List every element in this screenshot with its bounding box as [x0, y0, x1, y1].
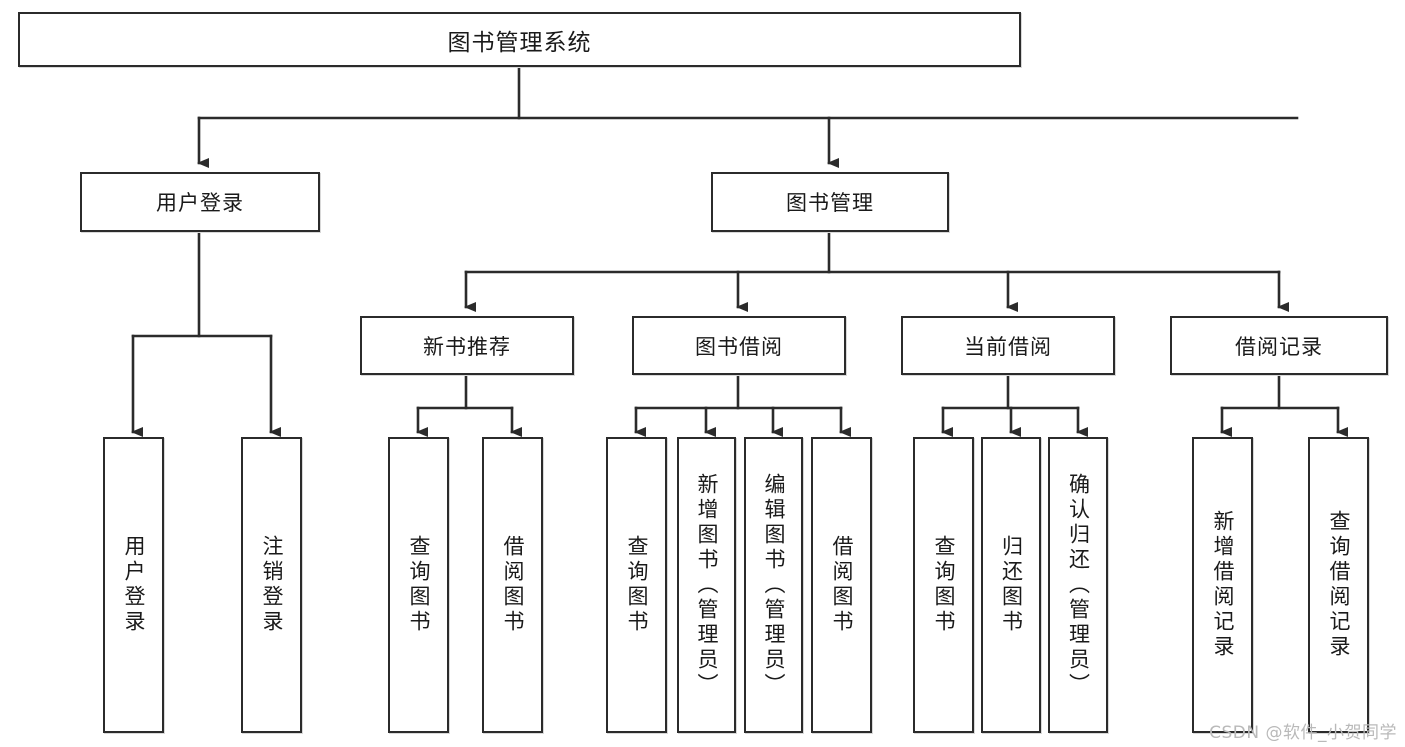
- node-leaf-query-book-2[interactable]: 查询图书: [606, 437, 667, 733]
- node-leaf-return-book[interactable]: 归还图书: [981, 437, 1041, 733]
- node-current-borrow-label: 当前借阅: [964, 334, 1052, 359]
- node-new-book-recommend[interactable]: 新书推荐: [360, 316, 574, 375]
- node-leaf-add-book[interactable]: 新增图书（管理员）: [677, 437, 736, 733]
- node-root-label: 图书管理系统: [447, 29, 592, 56]
- node-leaf-borrow-book-2[interactable]: 借阅图书: [811, 437, 872, 733]
- node-leaf-query-book-2-label: 查询图书: [625, 535, 649, 635]
- node-book-manage-label: 图书管理: [786, 191, 874, 215]
- node-leaf-query-book-3[interactable]: 查询图书: [913, 437, 974, 733]
- node-leaf-borrow-book-1[interactable]: 借阅图书: [482, 437, 543, 733]
- node-user-login[interactable]: 用户登录: [80, 172, 320, 232]
- node-leaf-query-book-1-label: 查询图书: [407, 535, 431, 635]
- node-user-login-label: 用户登录: [156, 191, 244, 215]
- node-leaf-query-book-1[interactable]: 查询图书: [388, 437, 449, 733]
- node-current-borrow[interactable]: 当前借阅: [901, 316, 1115, 375]
- node-leaf-confirm-return-label: 确认归还（管理员）: [1066, 472, 1091, 698]
- node-book-borrow[interactable]: 图书借阅: [632, 316, 846, 375]
- node-leaf-query-record-label: 查询借阅记录: [1327, 510, 1351, 660]
- node-leaf-borrow-book-1-label: 借阅图书: [501, 535, 525, 635]
- node-borrow-record-label: 借阅记录: [1235, 334, 1323, 359]
- node-new-book-recommend-label: 新书推荐: [423, 334, 511, 359]
- node-borrow-record[interactable]: 借阅记录: [1170, 316, 1388, 375]
- node-leaf-borrow-book-2-label: 借阅图书: [830, 535, 854, 635]
- node-book-manage[interactable]: 图书管理: [711, 172, 949, 232]
- node-leaf-add-book-label: 新增图书（管理员）: [695, 472, 719, 698]
- node-leaf-edit-book-label: 编辑图书（管理员）: [762, 472, 786, 698]
- node-root[interactable]: 图书管理系统: [18, 12, 1021, 67]
- node-leaf-query-book-3-label: 查询图书: [932, 535, 956, 635]
- node-leaf-logout-login[interactable]: 注销登录: [241, 437, 302, 733]
- node-leaf-user-login[interactable]: 用户登录: [103, 437, 164, 733]
- node-leaf-query-record[interactable]: 查询借阅记录: [1308, 437, 1369, 733]
- node-leaf-confirm-return[interactable]: 确认归还（管理员）: [1048, 437, 1108, 733]
- node-leaf-add-record[interactable]: 新增借阅记录: [1192, 437, 1253, 733]
- node-leaf-logout-login-label: 注销登录: [260, 535, 284, 635]
- watermark: CSDN @软件_小贺同学: [1209, 723, 1397, 743]
- node-leaf-user-login-label: 用户登录: [122, 535, 146, 635]
- node-book-borrow-label: 图书借阅: [695, 334, 783, 359]
- node-leaf-edit-book[interactable]: 编辑图书（管理员）: [744, 437, 803, 733]
- node-leaf-return-book-label: 归还图书: [999, 535, 1024, 635]
- node-leaf-add-record-label: 新增借阅记录: [1211, 510, 1235, 660]
